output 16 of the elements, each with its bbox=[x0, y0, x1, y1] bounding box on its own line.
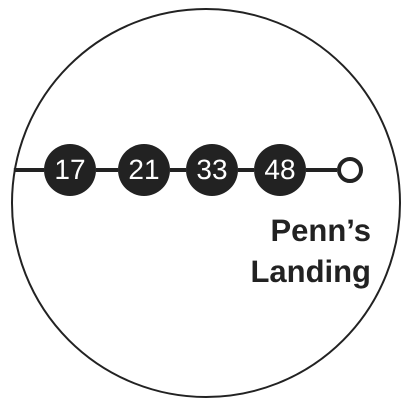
route-line bbox=[14, 168, 44, 172]
frame-circle bbox=[11, 8, 401, 398]
route-line bbox=[306, 168, 337, 172]
stop-circle bbox=[44, 144, 96, 196]
stop-circle bbox=[118, 144, 170, 196]
stop-number: 21 bbox=[128, 154, 160, 186]
stop-number: 17 bbox=[54, 154, 86, 186]
station-name: Penn’s Landing bbox=[249, 212, 371, 291]
route-line bbox=[96, 168, 118, 172]
stop-number: 48 bbox=[264, 154, 296, 186]
stop-number: 33 bbox=[196, 154, 228, 186]
terminal-stop-circle bbox=[337, 157, 363, 183]
route-line bbox=[170, 168, 186, 172]
stop-circle bbox=[254, 144, 306, 196]
stop-circle bbox=[186, 144, 238, 196]
route-line bbox=[238, 168, 254, 172]
